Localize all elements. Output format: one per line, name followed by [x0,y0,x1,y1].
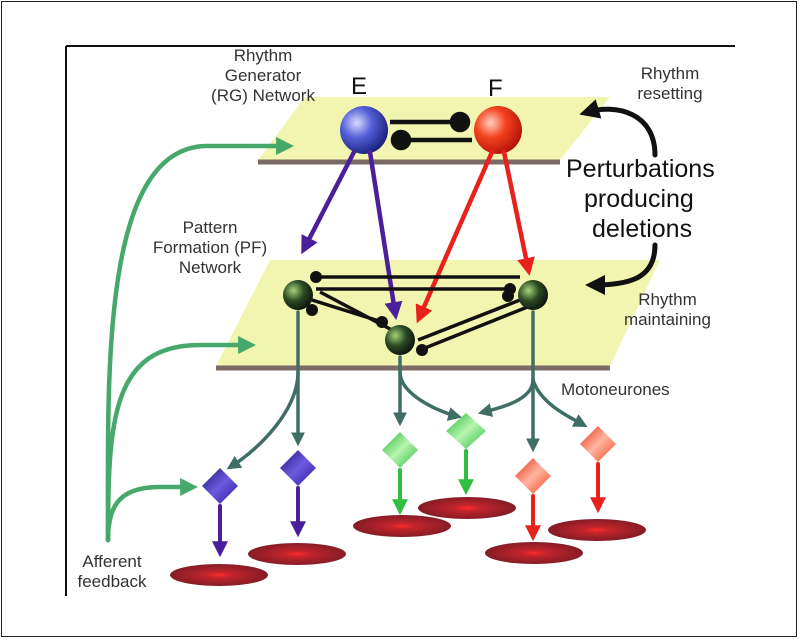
motoneuron-flexor-1 [515,458,551,494]
motoneuron-green-2 [446,413,486,449]
pf-network-label: Pattern Formation (PF) Network [152,218,268,277]
muscle-6 [548,519,646,541]
pf-synapse-dots [306,271,516,356]
motoneuron-extensor-1 [202,468,238,504]
rhythm-resetting-label: Rhythm resetting [637,64,703,103]
rg-plane [258,97,610,160]
e-to-pf-center-arrow [367,149,403,321]
muscle-5 [485,542,583,564]
pf-to-motoneuron-paths [226,310,588,470]
e-neuron-label: E [351,73,368,100]
afferent-feedback-label: Afferent feedback [77,552,147,591]
rg-inhibitory-connections [390,111,472,151]
motoneuron-flexor-2 [580,426,616,462]
motoneurons [202,413,616,504]
pf-neuron-left [283,280,313,310]
perturbation-arrows [579,99,658,295]
f-neuron-label: F [488,75,503,102]
producing-label: producing [584,185,694,213]
resetting-arrow [579,99,658,158]
f-neuron [474,106,522,154]
e-to-pf-left-arrow [301,149,357,255]
afferent-to-motoneuron [105,478,199,543]
rhythm-maintaining-label: Rhythm maintaining [624,290,711,329]
muscles [170,497,646,586]
deletions-label: deletions [592,215,693,243]
muscle-3 [353,515,451,537]
pf-neuron-right [518,280,548,310]
perturbations-label: Perturbations [566,155,715,183]
pf-plane [216,260,660,366]
pf-internal-connections [311,275,531,352]
pf-neuron-center [385,325,415,355]
muscle-1 [170,564,268,586]
maintaining-arrow [585,242,658,295]
afferent-to-pf [105,336,257,543]
rg-network-label: Rhythm Generator (RG) Network [211,46,315,105]
afferent-feedback-paths [105,137,295,543]
motoneurones-label: Motoneurones [561,380,670,399]
motoneuron-extensor-2 [280,450,316,486]
motoneuron-green-1 [382,432,418,468]
muscle-4 [418,497,516,519]
f-to-pf-right-arrow [501,149,535,276]
e-neuron [340,106,388,154]
muscle-2 [248,543,346,565]
